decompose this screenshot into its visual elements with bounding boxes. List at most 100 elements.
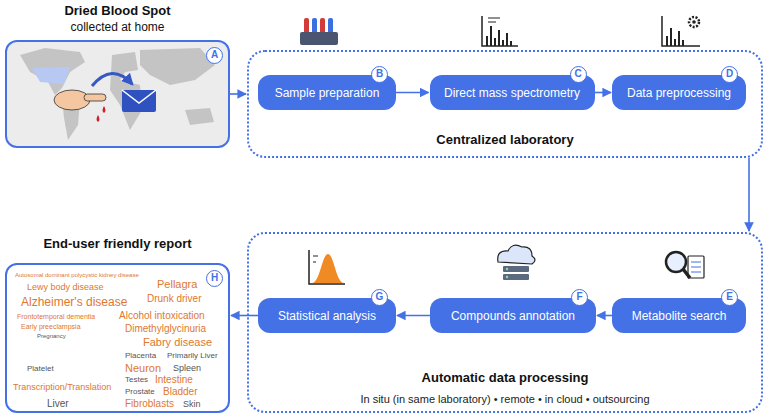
spectrum-icon [510,41,512,46]
process-box: Direct mass spectrometryC [430,75,595,110]
flow-arrow [396,92,429,94]
world-map [7,42,228,146]
search-icon [666,252,704,278]
spectrum-icon [502,40,504,46]
lab-panel: Centralized laboratory Sample preparation… [247,50,763,158]
process-label: Metabolite search [632,309,727,323]
flow-arrow [597,315,612,317]
cloud-word: Prostate [125,388,155,396]
search-icon [688,256,704,278]
preprocessing-icon [674,39,676,46]
cloud-word: Dimethylglycinuria [125,324,206,334]
distribution-icon [309,250,345,284]
spectrum-icon [506,33,508,46]
heading: End-user friendly report [0,236,238,252]
process-label: Statistical analysis [278,309,376,323]
preprocessing-icon [662,16,700,46]
cloud-word: Bladder [163,387,197,397]
world-map [32,67,70,84]
process-box: Compounds annotationF [430,298,596,333]
spectrum-icon [482,16,518,46]
cloud-word: Autosomal dominant polycystic kidney dis… [15,272,139,278]
flow-arrow [748,158,750,231]
envelope-icon [122,90,156,112]
step-letter: F [571,289,588,306]
finger-prick-hand [84,94,106,101]
panel-title: Automatic data processing [249,370,761,386]
heading: Dried Blood Spot [0,3,238,19]
sample-rack-icon [300,18,338,45]
cloud-word: Pellagra [157,279,197,290]
preprocessing-icon [666,36,668,46]
cloud-word: Fibroblasts [125,399,174,409]
process-box: Sample preparationB [258,75,396,110]
finger-prick-hand [92,73,132,86]
cloud-word: Spleen [173,364,201,373]
spectrum-icon [490,26,492,46]
cloud-word: Placenta [125,352,156,360]
panel-title: Centralized laboratory [249,132,761,148]
panel-note: In situ (in same laboratory) • remote • … [249,392,761,406]
cloud-word: Frontotemporal dementia [17,313,95,320]
cloud-word: Liver [47,399,69,409]
cloud-server-icon [503,274,529,280]
cloud-word: Alcohol intoxication [119,311,205,321]
world-map [140,48,215,85]
cloud-word: Testes [125,376,148,384]
processing-panel: Automatic data processing In situ (in sam… [247,232,763,413]
step-letter: H [206,270,223,287]
cloud-word: Transcription/Translation [13,383,111,392]
cloud-server-icon [498,245,535,280]
sample-box: Dried Blood Spotcollected at homeA [5,40,230,148]
step-letter: A [206,47,223,64]
preprocessing-icon [689,17,699,27]
cloud-word: Neuron [125,363,161,374]
step-letter: C [570,66,587,83]
process-label: Data preprocessing [627,86,731,100]
finger-prick-hand [54,73,132,122]
envelope-icon [122,90,156,112]
preprocessing-icon [682,40,684,46]
process-box: Data preprocessingD [612,75,746,110]
search-icon [691,262,701,272]
world-map [7,42,228,146]
preprocessing-icon [662,16,700,46]
flow-arrow [595,92,612,94]
cloud-word: Fabry disease [143,337,212,348]
step-letter: D [721,66,738,83]
finger-prick-hand [97,115,100,122]
cloud-word: Intestine [155,375,193,385]
spectrum-icon [486,36,488,46]
cloud-word: Primarily Liver [167,352,218,360]
spectrum-icon [488,18,500,22]
distribution-icon [313,256,318,262]
cloud-server-icon [506,268,508,270]
distribution-icon [309,250,345,284]
preprocessing-icon [670,28,672,46]
distribution-icon [312,254,344,283]
cloud-word: Early preeclampsia [21,323,81,330]
sample-rack-icon [300,32,338,45]
search-icon [683,269,690,278]
step-letter: G [371,289,388,306]
finger-prick-hand [103,106,106,113]
spectrum-icon [482,16,518,46]
cloud-word: Lewy body disease [27,283,104,292]
step-letter: E [721,289,738,306]
cloud-server-icon [503,266,529,272]
cloud-word: Platelet [27,365,54,373]
process-label: Sample preparation [275,86,380,100]
process-box: Statistical analysisG [258,298,396,333]
spectrum-icon [498,30,500,46]
step-letter: B [371,66,388,83]
envelope-icon [122,90,156,103]
flow-arrow [397,315,430,317]
cloud-word: Alzheimer's disease [21,296,127,308]
cloud-server-icon [506,276,508,278]
world-map [185,108,214,125]
process-label: Direct mass spectrometry [444,86,580,100]
subheading: collected at home [0,20,238,35]
process-box: Metabolite searchE [612,298,746,333]
